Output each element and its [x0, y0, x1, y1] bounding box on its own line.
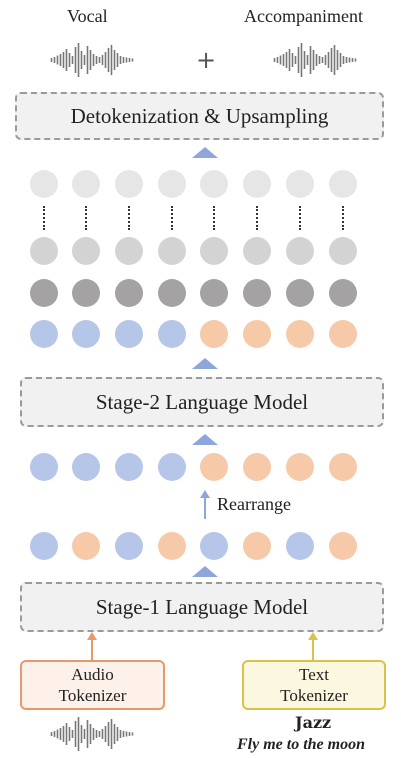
token-blue — [115, 320, 143, 348]
up-arrow-icon — [192, 358, 218, 369]
token-blue — [30, 453, 58, 481]
stage2-language-model-box: Stage-2 Language Model — [20, 377, 384, 427]
audio-connector-arrow — [87, 632, 97, 661]
ellipsis-vertical — [171, 206, 173, 230]
token-blue — [286, 532, 314, 560]
text-connector-arrow — [308, 632, 318, 661]
token-dark — [158, 279, 186, 307]
token-orange — [243, 453, 271, 481]
token-orange — [243, 320, 271, 348]
token-blue — [72, 320, 100, 348]
token-mid — [72, 237, 100, 265]
token-light — [243, 170, 271, 198]
token-orange — [286, 453, 314, 481]
token-mid — [200, 237, 228, 265]
token-light — [158, 170, 186, 198]
token-dark — [30, 279, 58, 307]
stage1-language-model-box: Stage-1 Language Model — [20, 582, 384, 632]
token-blue — [30, 532, 58, 560]
token-orange — [200, 320, 228, 348]
token-dark — [115, 279, 143, 307]
token-dark — [329, 279, 357, 307]
token-light — [329, 170, 357, 198]
plus-sign: + — [196, 46, 217, 74]
token-light — [286, 170, 314, 198]
token-orange — [329, 453, 357, 481]
rearrange-label: Rearrange — [217, 494, 291, 514]
token-mid — [158, 237, 186, 265]
ellipsis-vertical — [256, 206, 258, 230]
token-blue — [158, 453, 186, 481]
token-light — [200, 170, 228, 198]
up-arrow-icon — [192, 434, 218, 445]
token-orange — [200, 453, 228, 481]
text-tokenizer-box: Text Tokenizer — [242, 660, 386, 710]
token-blue — [30, 320, 58, 348]
token-mid — [286, 237, 314, 265]
token-dark — [286, 279, 314, 307]
lyric-text: Fly me to the moon — [237, 736, 365, 753]
token-mid — [243, 237, 271, 265]
token-dark — [72, 279, 100, 307]
token-light — [115, 170, 143, 198]
input-audio-waveform-icon — [50, 717, 134, 751]
ellipsis-vertical — [213, 206, 215, 230]
token-orange — [329, 320, 357, 348]
audio-tokenizer-box: Audio Tokenizer — [20, 660, 165, 710]
genre-text: Jazz — [295, 713, 332, 732]
rearrange-arrow-icon — [200, 490, 210, 519]
token-mid — [329, 237, 357, 265]
vocal-label: Vocal — [67, 6, 108, 26]
up-arrow-icon — [192, 566, 218, 577]
ellipsis-vertical — [299, 206, 301, 230]
token-orange — [72, 532, 100, 560]
detokenization-box: Detokenization & Upsampling — [15, 92, 384, 140]
token-blue — [115, 453, 143, 481]
token-mid — [30, 237, 58, 265]
ellipsis-vertical — [85, 206, 87, 230]
token-orange — [243, 532, 271, 560]
token-dark — [200, 279, 228, 307]
token-blue — [115, 532, 143, 560]
accompaniment-label: Accompaniment — [244, 6, 363, 26]
ellipsis-vertical — [342, 206, 344, 230]
token-light — [72, 170, 100, 198]
accompaniment-waveform-icon — [273, 43, 357, 77]
token-orange — [329, 532, 357, 560]
up-arrow-icon — [192, 147, 218, 158]
token-orange — [158, 532, 186, 560]
token-dark — [243, 279, 271, 307]
token-mid — [115, 237, 143, 265]
vocal-waveform-icon — [50, 43, 134, 77]
token-light — [30, 170, 58, 198]
ellipsis-vertical — [43, 206, 45, 230]
token-blue — [72, 453, 100, 481]
ellipsis-vertical — [128, 206, 130, 230]
token-blue — [200, 532, 228, 560]
token-blue — [158, 320, 186, 348]
token-orange — [286, 320, 314, 348]
